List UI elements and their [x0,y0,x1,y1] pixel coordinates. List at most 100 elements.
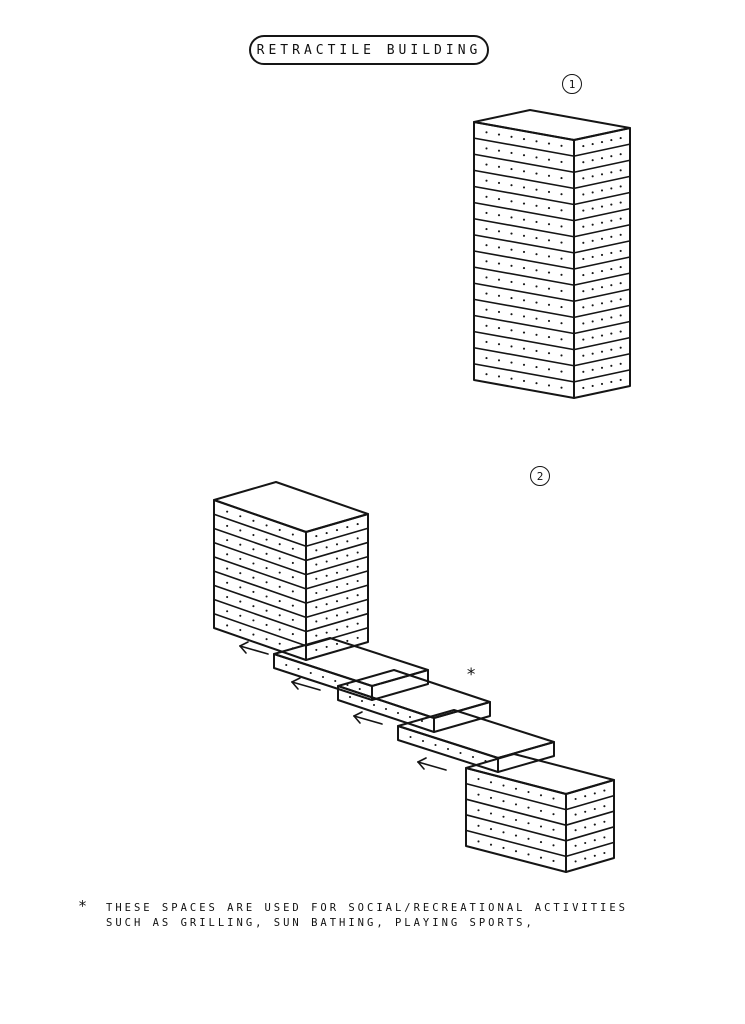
window-dot [619,233,622,236]
window-dot [610,203,613,206]
window-dot [239,543,242,546]
window-dot [591,272,594,275]
window-dot [360,699,364,703]
window-dot [384,707,388,711]
window-dot [485,373,488,376]
window-dot [552,828,555,831]
window-dot [420,719,424,723]
window-dot [315,620,318,623]
window-dot [252,619,255,622]
window-dot [603,836,606,839]
stage-2-label: 2 [536,469,544,483]
window-dot [582,225,585,228]
window-dot [547,207,551,210]
window-dot [522,138,526,141]
window-dot [315,577,318,580]
window-dot [335,571,339,574]
floor-line [573,320,631,335]
window-dot [335,585,339,589]
window-dot [619,169,622,172]
window-dot [502,831,505,834]
window-dot [497,327,501,330]
floor-line [573,240,631,254]
window-dot [335,628,339,631]
window-dot [591,223,594,226]
window-dot [527,806,530,809]
window-dot [560,386,563,389]
window-dot [315,648,318,651]
window-dot [489,796,493,799]
window-dot [510,313,513,316]
window-dot [485,179,488,182]
window-dot [560,338,563,341]
window-dot [325,603,328,606]
window-dot [325,560,328,563]
window-dot [434,743,437,747]
window-dot [325,617,328,620]
window-dot [346,597,349,600]
window-dot [522,170,526,173]
window-dot [552,844,555,847]
window-dot [409,735,412,739]
window-dot [502,846,505,849]
window-dot [408,715,412,719]
window-dot [346,639,349,642]
window-dot [547,223,551,226]
window-dot [502,784,505,787]
floor-line [473,137,575,157]
window-dot [510,135,513,138]
window-dot [582,161,585,164]
floor-line [305,598,369,619]
window-dot [510,361,513,364]
floor-line [473,250,575,270]
window-dot [315,549,318,552]
window-dot [522,154,526,157]
window-dot [539,809,543,812]
window-dot [226,595,229,599]
window-dot [291,561,294,565]
window-dot [560,177,563,180]
window-dot [522,363,526,366]
window-dot [265,552,268,555]
floor-line [473,185,575,206]
arrow-shaft [239,645,269,655]
window-dot [560,160,563,163]
window-dot [547,384,551,387]
window-dot [358,687,361,691]
window-dot [574,844,577,847]
window-dot [619,314,622,317]
window-dot [471,755,475,759]
window-dot [510,200,513,203]
window-dot [522,331,526,334]
window-dot [582,306,585,309]
window-dot [514,818,518,822]
window-dot [510,184,513,187]
retraction-arrows [239,641,447,771]
arrow-left-icon [239,641,269,655]
window-dot [346,611,349,614]
window-dot [560,370,563,373]
window-dot [600,366,604,369]
window-dot [291,618,294,621]
window-dot [552,859,555,862]
window-dot [560,257,563,260]
floor-line [213,513,307,548]
window-dot [346,582,349,586]
window-dot [603,820,606,823]
window-dot [335,600,339,603]
floor-line [465,798,567,827]
window-dot [535,188,538,191]
slab [337,669,491,733]
window-dot [560,209,563,212]
window-dot [591,191,594,194]
window-dot [356,608,359,611]
window-dot [239,586,242,589]
window-dot [610,364,613,367]
window-dot [560,144,563,147]
floor-line [473,169,575,190]
floor-line [565,825,615,842]
window-dot [510,264,513,267]
window-dot [265,581,268,584]
window-dot [514,803,518,806]
window-dot [265,638,268,641]
